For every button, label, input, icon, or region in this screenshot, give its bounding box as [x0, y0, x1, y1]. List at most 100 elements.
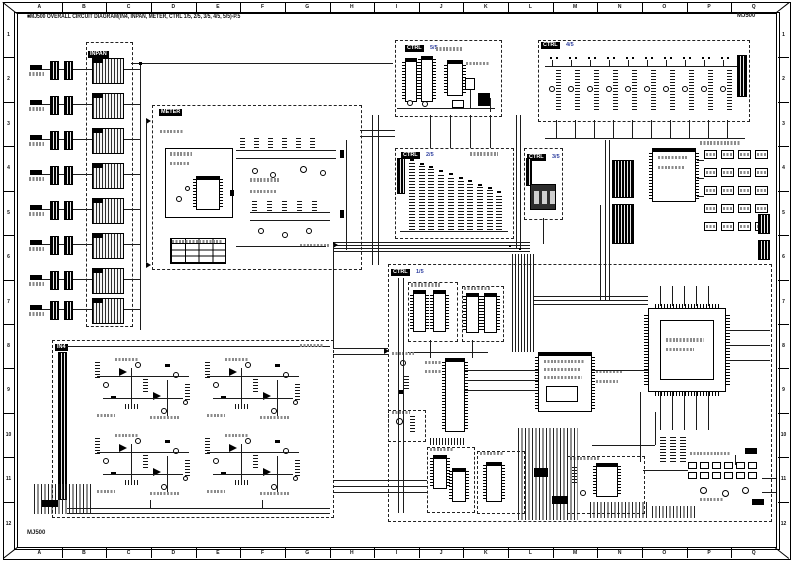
grid-tick	[106, 548, 108, 558]
part-tag	[410, 159, 414, 161]
part-tag	[702, 57, 704, 59]
connector-block	[64, 61, 73, 80]
transistor	[606, 86, 612, 92]
ic-pins	[430, 293, 434, 329]
connector-block	[612, 160, 634, 198]
label-noise	[470, 152, 498, 156]
wire	[592, 370, 648, 371]
transistor	[183, 400, 188, 405]
grid-tick	[240, 548, 242, 558]
grid-number-cell: 9	[782, 387, 785, 394]
label-noise	[411, 283, 441, 287]
section-label-ctrl55: CTRL	[405, 45, 424, 52]
grid-tick	[463, 2, 465, 12]
transistor	[568, 86, 574, 92]
wire	[73, 244, 92, 245]
ic-label-bar	[448, 61, 462, 64]
part-tag	[478, 93, 490, 106]
grid-tick	[284, 2, 286, 12]
wire	[575, 120, 576, 138]
wire	[516, 115, 517, 248]
grid-tick	[418, 2, 420, 12]
wire	[527, 254, 528, 352]
ic-pins	[535, 355, 539, 409]
transistor	[283, 448, 289, 454]
label-noise	[29, 312, 44, 316]
grid-number-cell: 7	[782, 298, 785, 305]
wire	[533, 296, 648, 297]
resistor-array	[410, 416, 415, 432]
part-tag	[30, 240, 42, 245]
connector-block	[50, 131, 59, 150]
label-noise	[658, 156, 688, 159]
wire	[533, 254, 534, 352]
grid-letter-cell: N	[617, 550, 622, 556]
grid-tick	[329, 548, 331, 558]
grid-letter-cell: C	[126, 4, 131, 10]
wire	[515, 254, 516, 352]
label-noise	[425, 370, 441, 373]
grid-letter-cell: M	[572, 4, 578, 10]
grid-number-cell: 1	[7, 32, 10, 38]
connector-block	[64, 96, 73, 115]
ic-label-bar	[467, 294, 478, 297]
connector-key	[93, 199, 103, 203]
wire	[647, 60, 648, 66]
section-ctrl-1-5: CTRL 1/5	[388, 264, 772, 522]
resistor-array	[467, 183, 473, 230]
grid-tick	[3, 323, 14, 325]
wire	[97, 452, 189, 453]
grid-tick	[284, 548, 286, 558]
grid-number-cell: 7	[7, 298, 10, 305]
wire	[470, 90, 471, 108]
ic-pins	[446, 458, 450, 486]
grid-number-cell: 3	[782, 120, 785, 127]
ic-pins	[655, 304, 719, 309]
wire	[360, 130, 395, 131]
resistor-array	[689, 70, 694, 110]
resistor-array	[185, 460, 190, 476]
ic-chip	[402, 58, 420, 102]
transistor	[161, 408, 167, 414]
connector-block	[758, 214, 770, 234]
label-noise	[115, 434, 139, 437]
connector-block	[64, 271, 73, 290]
ic-pins	[593, 466, 597, 494]
label-noise	[666, 348, 694, 351]
transistor	[580, 490, 586, 496]
grid-tick	[778, 323, 789, 325]
segment-digit	[542, 191, 547, 204]
grid-letter-cell: N	[617, 4, 622, 10]
ic-chip	[410, 290, 429, 332]
wire	[465, 380, 538, 381]
label-noise	[436, 47, 462, 51]
wire	[685, 60, 686, 66]
component-box	[688, 462, 697, 469]
transistor	[422, 101, 428, 107]
transistor	[173, 448, 179, 454]
label-noise	[544, 368, 580, 371]
section-inpan: INPAN	[86, 42, 133, 327]
connector-block	[64, 236, 73, 255]
resistor-array	[448, 176, 454, 230]
sub-module-box	[388, 410, 426, 442]
label-noise	[170, 152, 192, 156]
label-noise	[596, 370, 622, 373]
component-box	[712, 462, 721, 469]
wire	[236, 246, 326, 247]
wire	[530, 254, 531, 352]
label-noise	[757, 153, 766, 156]
wire	[59, 104, 64, 105]
wire	[236, 150, 336, 151]
label-noise	[225, 434, 249, 437]
wire	[333, 486, 427, 487]
ic-chip	[442, 358, 468, 432]
grid-letter-cell: J	[439, 550, 443, 556]
ic-pins	[444, 63, 448, 93]
grid-tick	[3, 279, 14, 281]
part-tag	[139, 62, 142, 65]
label-noise	[225, 358, 249, 361]
part-tag	[708, 57, 710, 59]
ruler-inner-frame	[14, 12, 780, 550]
part-tag	[439, 170, 443, 172]
